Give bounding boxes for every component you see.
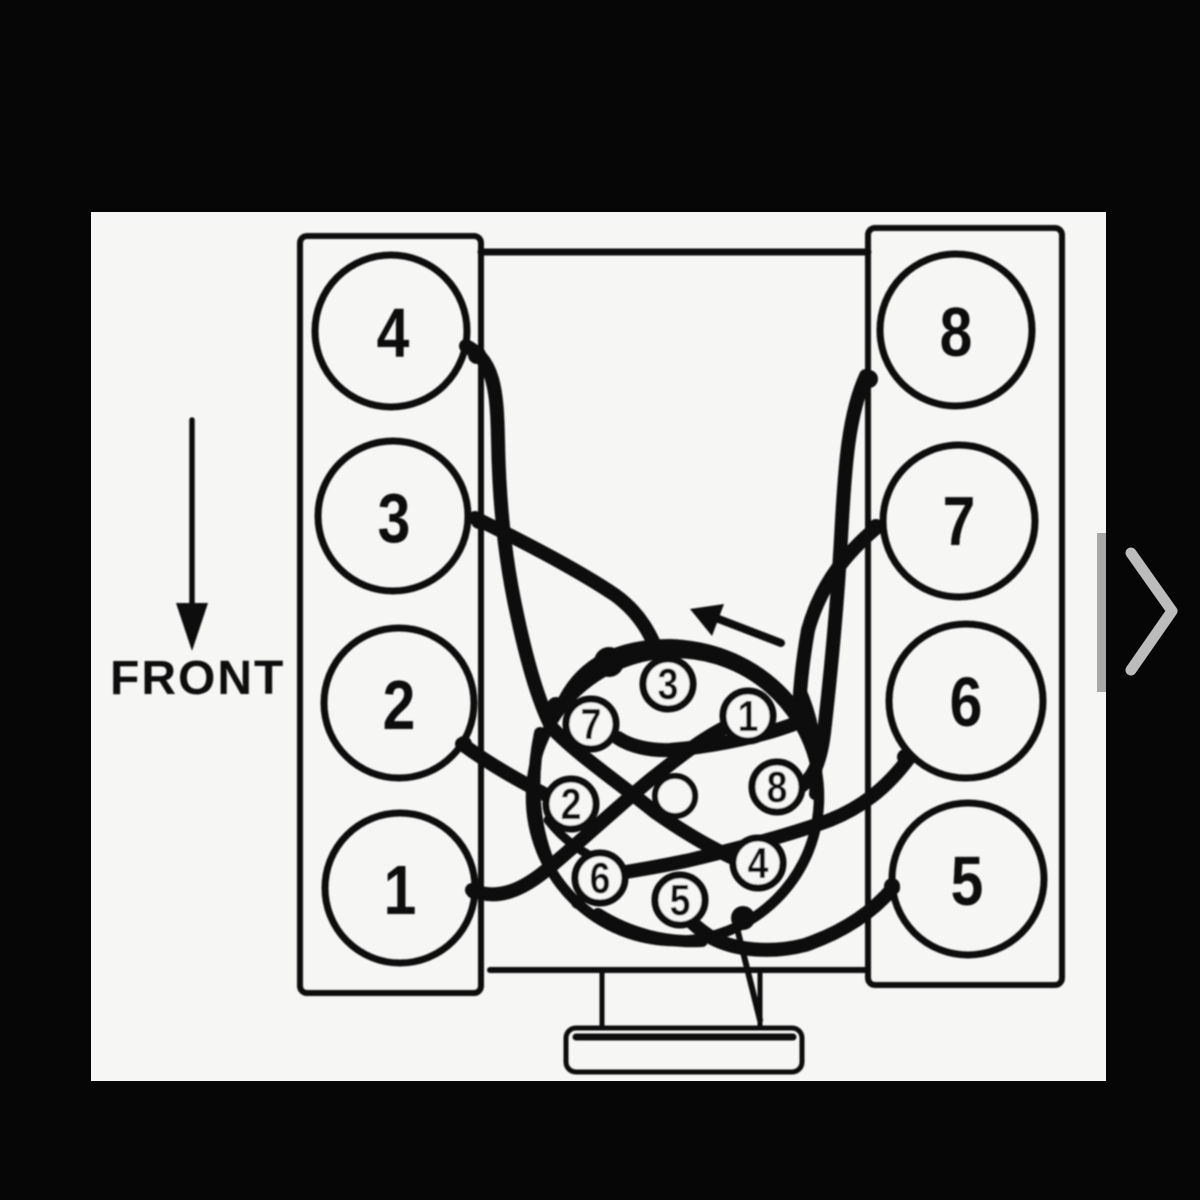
svg-text:8: 8 bbox=[767, 762, 788, 812]
svg-text:7: 7 bbox=[581, 699, 602, 749]
svg-text:1: 1 bbox=[384, 850, 417, 929]
svg-text:1: 1 bbox=[738, 691, 759, 741]
svg-text:3: 3 bbox=[378, 478, 411, 557]
svg-text:5: 5 bbox=[670, 875, 691, 925]
svg-text:7: 7 bbox=[943, 481, 976, 560]
svg-text:2: 2 bbox=[383, 665, 416, 744]
svg-text:8: 8 bbox=[940, 292, 973, 371]
svg-text:6: 6 bbox=[950, 662, 983, 741]
svg-text:6: 6 bbox=[590, 853, 611, 903]
svg-text:4: 4 bbox=[377, 293, 410, 372]
svg-text:4: 4 bbox=[748, 838, 769, 888]
svg-text:3: 3 bbox=[658, 659, 679, 709]
svg-text:2: 2 bbox=[561, 779, 582, 829]
svg-text:FRONT: FRONT bbox=[110, 652, 285, 705]
svg-text:5: 5 bbox=[951, 841, 984, 920]
